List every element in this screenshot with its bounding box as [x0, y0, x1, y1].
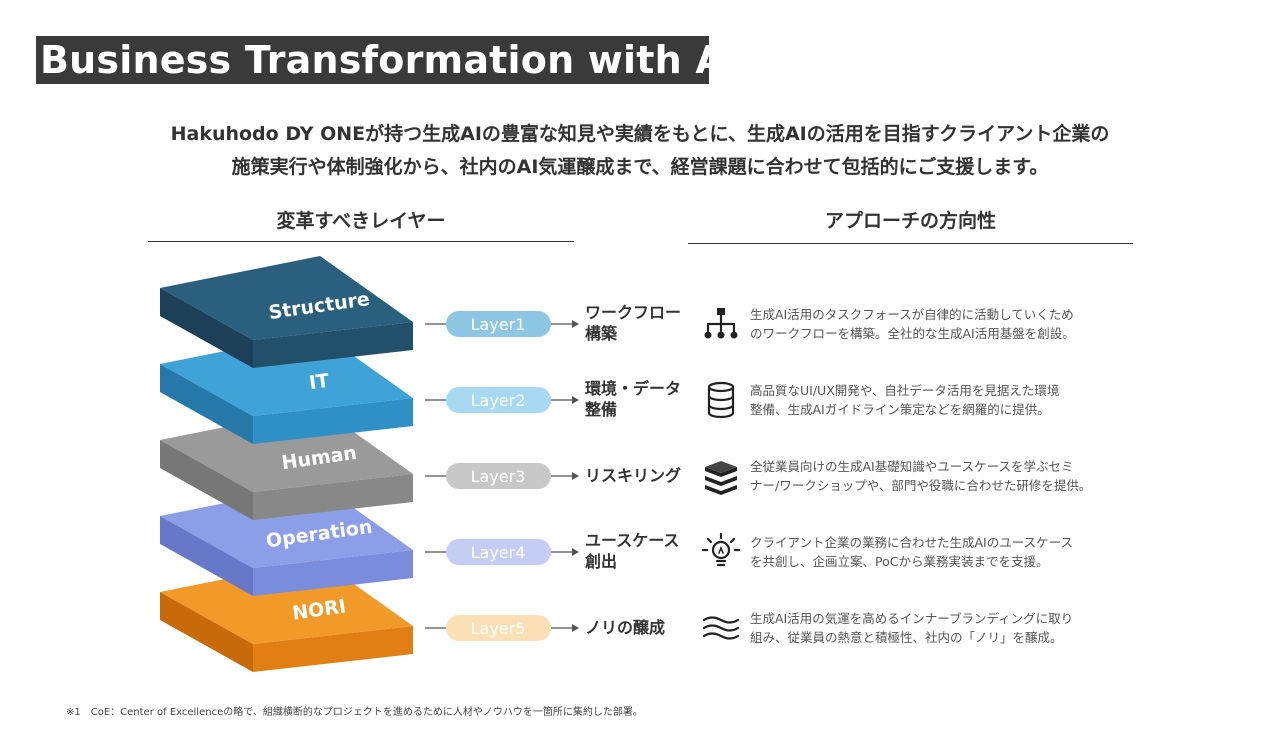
approach-description: 生成AI活用の気運を高めるインナーブランディングに取り組み、従業員の熱意と積極性… — [750, 609, 1150, 647]
layer-left-face — [160, 592, 253, 672]
left-column-heading: 変革すべきレイヤー — [276, 210, 446, 232]
approach-description-line-2: のワークフローを構築。全社的な生成AI活用基盤を創設。 — [750, 326, 1075, 341]
layer-slab-1: Structure — [160, 256, 413, 368]
layer-pill-label: Layer5 — [471, 619, 526, 638]
approach-description-line-2: を共創し、企画立案、PoCから業務実装までを支援。 — [750, 554, 1049, 569]
layer-top-face — [160, 332, 413, 416]
layer-pill-label: Layer4 — [471, 543, 526, 562]
layer-front-face — [253, 550, 413, 596]
layer-top-face — [160, 560, 413, 644]
footnote: ※1 CoE：Center of Excellenceの略で、組織横断的なプロジ… — [66, 707, 643, 718]
layer-slab-5: NORI — [160, 560, 413, 672]
approach-description-line-1: 生成AI活用のタスクフォースが自律的に活動していくため — [750, 307, 1074, 322]
approach-title-line-1: リスキリング — [585, 466, 682, 485]
workflow-icon — [700, 303, 742, 345]
layer-front-face — [253, 474, 413, 520]
layer-pill — [446, 311, 551, 337]
approach-description-line-1: 高品質なUI/UX開発や、自社データ活用を見据えた環境 — [750, 383, 1060, 398]
right-column-heading: アプローチの方向性 — [824, 210, 996, 232]
approach-title: リスキリング — [585, 465, 705, 486]
layer-slab-2: IT — [160, 332, 413, 444]
layer-pill — [446, 463, 551, 489]
arrow-head — [572, 472, 579, 480]
layer-top-face — [160, 408, 413, 492]
layer-pill-label: Layer3 — [471, 467, 526, 486]
layer-pill-label: Layer2 — [471, 391, 526, 410]
approach-title: ノリの醸成 — [585, 617, 705, 638]
waves-icon — [700, 607, 742, 649]
approach-description: 高品質なUI/UX開発や、自社データ活用を見据えた環境整備、生成AIガイドライン… — [750, 381, 1150, 419]
intro-text: Hakuhodo DY ONEが持つ生成AIの豊富な知見や実績をもとに、生成AI… — [0, 118, 1280, 184]
database-icon — [700, 379, 742, 421]
books-icon — [700, 455, 742, 497]
page-title: Business Transformation with AI — [40, 38, 740, 82]
layer-slab-4: Operation — [160, 484, 413, 596]
arrow-head — [572, 548, 579, 556]
arrow-head — [572, 320, 579, 328]
approach-description: 生成AI活用のタスクフォースが自律的に活動していくためのワークフローを構築。全社… — [750, 305, 1150, 343]
approach-title-line-1: ノリの醸成 — [585, 618, 666, 637]
layer-top-face — [160, 256, 413, 340]
layer-front-face — [253, 626, 413, 672]
approach-title-line-2: 創出 — [585, 552, 618, 571]
layer-pill — [446, 539, 551, 565]
approach-title-line-2: 構築 — [585, 324, 618, 343]
approach-description-line-1: 全従業員向けの生成AI基礎知識やユースケースを学ぶセミ — [750, 459, 1074, 474]
layer-name: IT — [308, 370, 331, 395]
arrow-head — [572, 624, 579, 632]
approach-title: ワークフロー構築 — [585, 302, 705, 344]
layer-front-face — [253, 398, 413, 444]
title-banner: Business Transformation with AI — [36, 36, 739, 84]
layer-pill — [446, 387, 551, 413]
intro-line-2: 施策実行や体制強化から、社内のAI気運醸成まで、経営課題に合わせて包括的にご支援… — [231, 156, 1049, 178]
approach-title: 環境・データ整備 — [585, 378, 705, 420]
layer-left-face — [160, 364, 253, 444]
lightbulb-icon — [700, 531, 742, 573]
approach-description-line-1: クライアント企業の業務に合わせた生成AIのユースケース — [750, 535, 1073, 550]
right-column-rule — [688, 243, 1133, 244]
approach-title-line-2: 整備 — [585, 400, 618, 419]
approach-title: ユースケース創出 — [585, 530, 705, 572]
intro-line-1: Hakuhodo DY ONEが持つ生成AIの豊富な知見や実績をもとに、生成AI… — [170, 123, 1110, 145]
arrow-head — [572, 396, 579, 404]
approach-description-line-2: 整備、生成AIガイドライン策定などを網羅的に提供。 — [750, 402, 1050, 417]
layer-front-face — [253, 322, 413, 368]
layer-left-face — [160, 440, 253, 520]
approach-description-line-1: 生成AI活用の気運を高めるインナーブランディングに取り — [750, 611, 1074, 626]
left-column-rule — [148, 241, 574, 242]
approach-title-line-1: 環境・データ — [585, 379, 682, 398]
approach-description-line-2: ナー/ワークショップや、部門や役職に合わせた研修を提供。 — [750, 478, 1092, 493]
approach-description: クライアント企業の業務に合わせた生成AIのユースケースを共創し、企画立案、PoC… — [750, 533, 1150, 571]
layer-pill-label: Layer1 — [471, 315, 526, 334]
layer-left-face — [160, 516, 253, 596]
approach-description-line-2: 組み、従業員の熱意と積極性、社内の「ノリ」を醸成。 — [750, 630, 1063, 645]
layer-top-face — [160, 484, 413, 568]
layer-slab-3: Human — [160, 408, 413, 520]
approach-description: 全従業員向けの生成AI基礎知識やユースケースを学ぶセミナー/ワークショップや、部… — [750, 457, 1150, 495]
approach-title-line-1: ワークフロー — [585, 303, 682, 322]
layer-pill — [446, 615, 551, 641]
layer-left-face — [160, 288, 253, 368]
approach-title-line-1: ユースケース — [585, 531, 680, 550]
